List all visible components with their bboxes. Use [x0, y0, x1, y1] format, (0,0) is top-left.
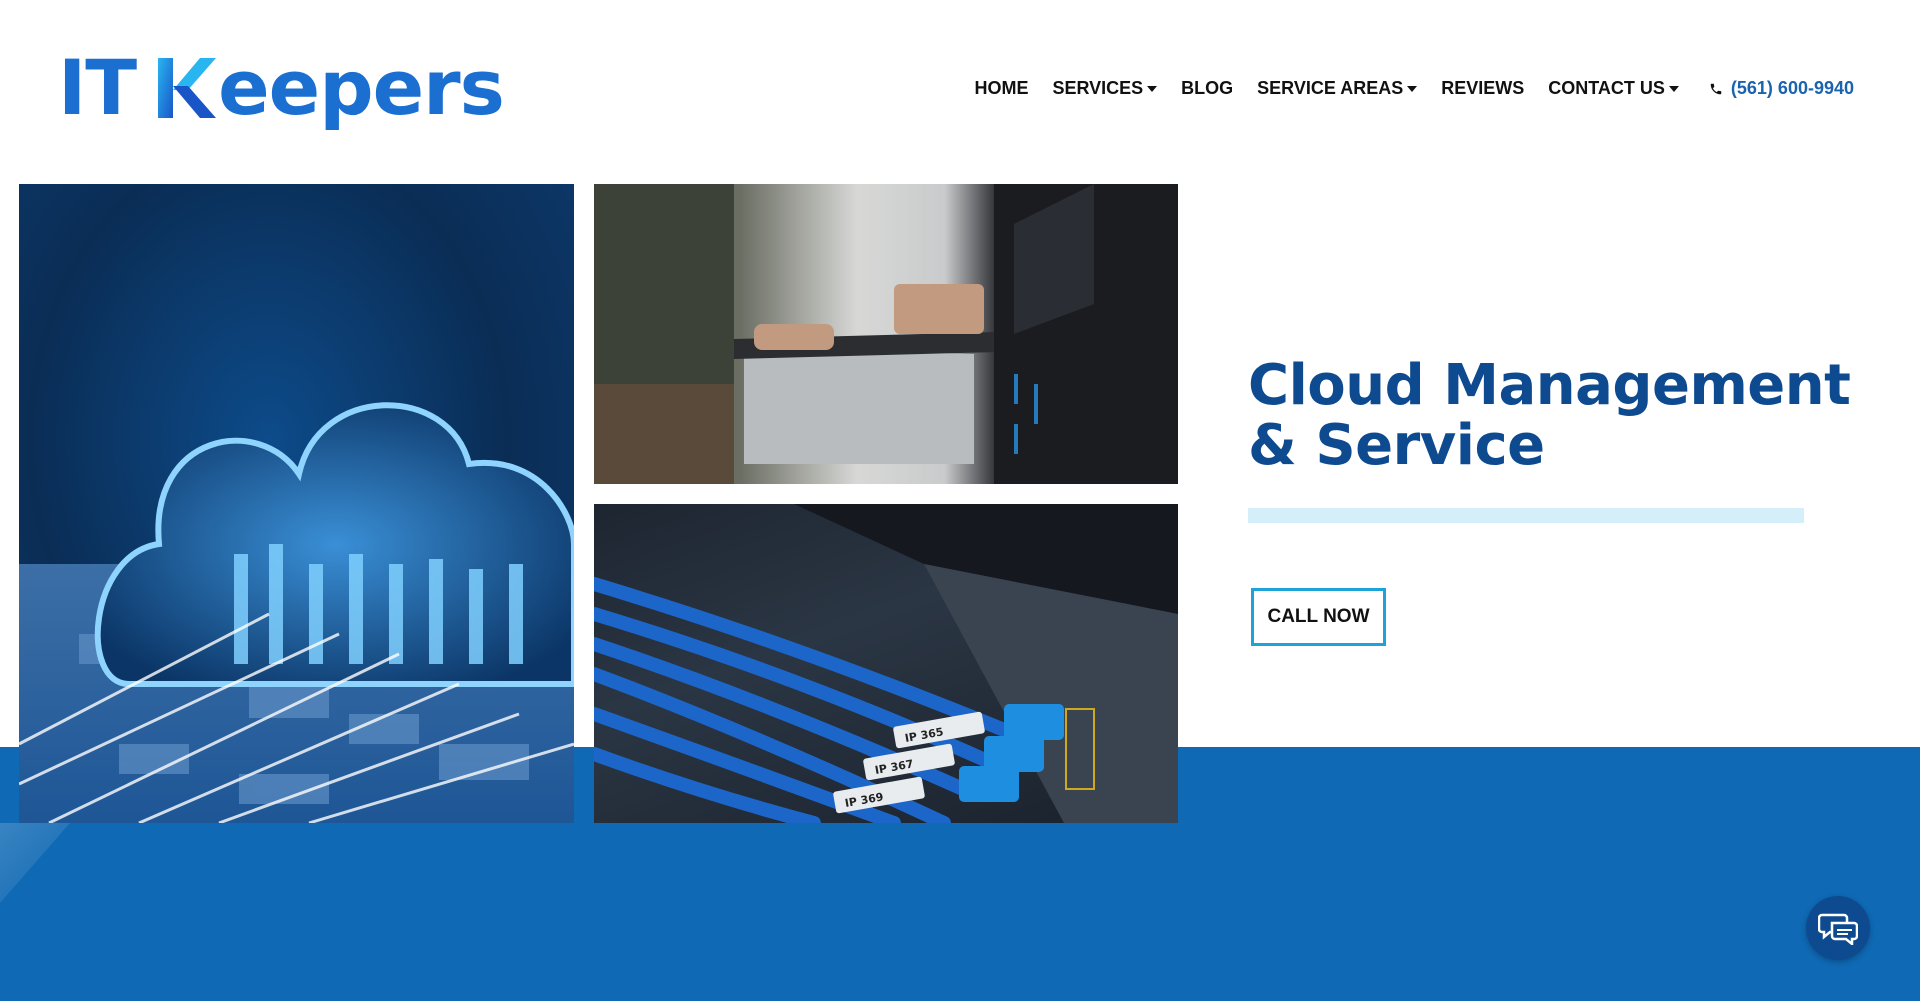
nav-reviews-label: REVIEWS	[1441, 78, 1525, 98]
call-now-button[interactable]: CALL NOW	[1251, 588, 1386, 646]
nav-services[interactable]: SERVICES	[1052, 78, 1158, 99]
caret-down-icon	[1147, 86, 1158, 92]
nav-service-areas-label: SERVICE AREAS	[1257, 78, 1404, 98]
hero-title: Cloud Management & Service	[1248, 356, 1868, 476]
phone-link[interactable]: (561) 600-9940	[1709, 78, 1854, 99]
hero-title-line2: & Service	[1248, 413, 1545, 478]
logo-text: IT eepers	[58, 43, 505, 132]
nav-contact-us[interactable]: CONTACT US	[1548, 78, 1679, 99]
chat-icon	[1818, 913, 1858, 945]
nav-home[interactable]: HOME	[974, 78, 1028, 99]
network-cables-image: IP 365 IP 367 IP 369	[594, 504, 1178, 823]
hero-divider-bar	[1248, 508, 1804, 523]
nav-reviews[interactable]: REVIEWS	[1441, 78, 1524, 99]
nav-blog[interactable]: BLOG	[1181, 78, 1233, 99]
logo-prefix: IT	[58, 43, 137, 132]
phone-icon	[1710, 83, 1722, 94]
cloud-data-image	[19, 184, 574, 823]
nav-blog-label: BLOG	[1181, 78, 1234, 98]
nav-contact-us-label: CONTACT US	[1548, 78, 1665, 98]
nav-services-label: SERVICES	[1052, 78, 1144, 98]
caret-down-icon	[1668, 86, 1679, 92]
nav-home-label: HOME	[974, 78, 1029, 98]
main-navigation: HOME SERVICES BLOG SERVICE AREAS REVIEWS…	[950, 78, 1854, 99]
site-logo[interactable]: IT eepers	[58, 48, 505, 128]
hero-title-line1: Cloud Management	[1248, 353, 1851, 418]
laptop-server-image	[594, 184, 1178, 484]
logo-suffix: eepers	[218, 43, 505, 132]
chat-widget-button[interactable]	[1806, 896, 1870, 960]
caret-down-icon	[1407, 86, 1418, 92]
call-now-label: CALL NOW	[1267, 606, 1370, 627]
nav-service-areas[interactable]: SERVICE AREAS	[1257, 78, 1418, 99]
phone-number: (561) 600-9940	[1730, 78, 1854, 98]
logo-k-mark	[158, 56, 217, 120]
